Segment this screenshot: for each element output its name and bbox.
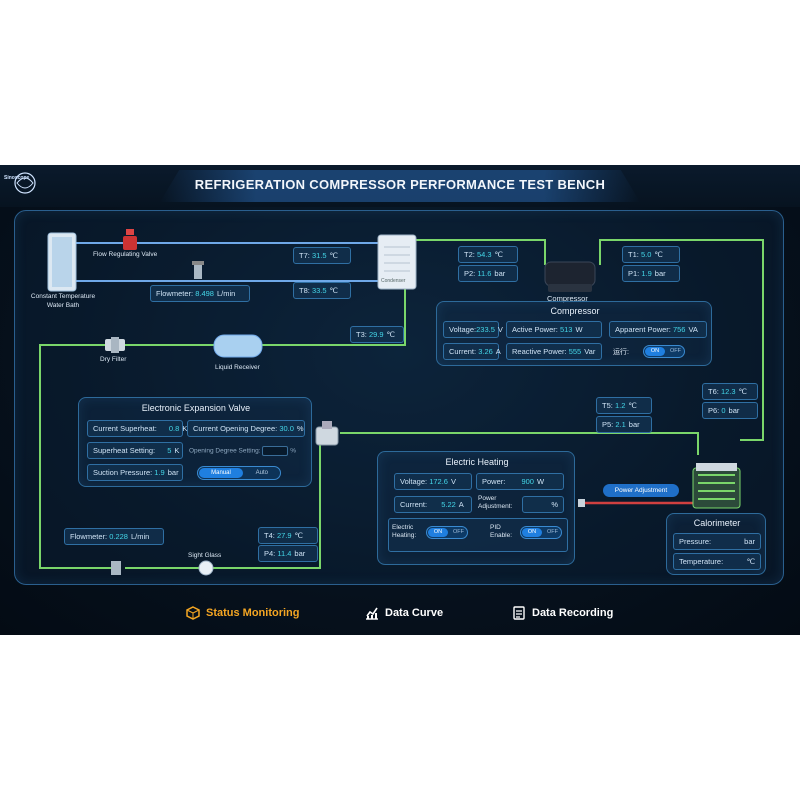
condenser-label: Condenser <box>381 278 406 284</box>
toggle-on-label: ON <box>522 528 542 537</box>
t7-readout: T7: 31.5℃ <box>293 247 351 264</box>
power-adjustment-button[interactable]: Power Adjustment <box>603 484 679 497</box>
liquid-receiver-icon <box>213 334 263 358</box>
pid-enable-toggle[interactable]: ON OFF <box>520 526 562 539</box>
chart-icon <box>366 607 378 620</box>
flow-valve-label: Flow Regulating Valve <box>93 251 158 258</box>
calorimeter-pressure: Pressure:bar <box>673 533 761 550</box>
page-title: REFRIGERATION COMPRESSOR PERFORMANCE TES… <box>194 177 606 192</box>
tab-data-recording[interactable]: Data Recording <box>512 603 613 623</box>
compressor-run-toggle[interactable]: ON OFF <box>643 345 685 358</box>
title-banner <box>160 170 640 202</box>
mode-switch[interactable]: Manual Auto <box>197 466 281 480</box>
expansion-valve-icon <box>315 421 339 446</box>
document-icon <box>513 606 525 620</box>
calorimeter-icon <box>692 463 741 509</box>
calorimeter-title: Calorimeter <box>693 518 741 528</box>
toggle-on-label: ON <box>428 528 448 537</box>
eev-panel-title: Electronic Expansion Valve <box>141 403 251 413</box>
opening-degree-setting[interactable]: Opening Degree Setting: % <box>189 446 296 456</box>
heating-panel-title: Electric Heating <box>445 457 509 467</box>
heating-controls <box>388 518 568 552</box>
compressor-icon <box>544 261 596 292</box>
mode-manual[interactable]: Manual <box>199 468 243 478</box>
compressor-label: Compressor <box>547 294 588 303</box>
liquid-receiver-label: Liquid Receiver <box>215 364 260 371</box>
condenser-out-pipe <box>39 287 406 569</box>
dry-filter-label: Dry Filter <box>100 356 127 363</box>
sight-glass-icon <box>198 560 214 576</box>
tab-label: Status Monitoring <box>206 607 300 619</box>
dry-filter-icon <box>105 337 125 353</box>
pipe-diagram <box>39 229 764 576</box>
water-bath-label: Constant Temperature Water Bath <box>30 293 96 309</box>
power-adjustment-label: Power Adjustment: <box>478 495 513 510</box>
toggle-off-label: OFF <box>453 529 464 535</box>
tab-label: Data Curve <box>385 607 444 619</box>
flow-valve-icon <box>123 229 137 250</box>
toggle-on-label: ON <box>645 347 665 356</box>
opening-setting-input[interactable] <box>262 446 289 456</box>
t6-readout: T6: 12.3℃ <box>702 383 758 400</box>
liquid-flowmeter-icon <box>111 561 121 575</box>
t2-readout: T2: 54.3℃ <box>458 246 518 263</box>
tab-label: Data Recording <box>532 607 614 619</box>
evap-pipe <box>340 432 699 455</box>
water-flowmeter-icon <box>192 261 204 279</box>
t3-readout: T3: 29.9℃ <box>350 326 404 343</box>
tab-data-curve[interactable]: Data Curve <box>365 603 443 623</box>
compressor-panel-title: Compressor <box>550 306 600 316</box>
t4-readout: T4: 27.9℃ <box>258 527 318 544</box>
logo-icon <box>14 172 36 194</box>
toggle-off-label: OFF <box>547 529 558 535</box>
mode-auto[interactable]: Auto <box>255 470 268 476</box>
tab-status-monitoring[interactable]: Status Monitoring <box>186 603 300 623</box>
t1-readout: T1: 5.0℃ <box>622 246 680 263</box>
sight-glass-label: Sight Glass <box>188 552 222 559</box>
logo-text: Sinoscope <box>4 175 30 181</box>
suction-pipe <box>599 239 764 441</box>
calorimeter-temperature: Temperature:℃ <box>673 553 761 570</box>
t8-readout: T8: 33.5℃ <box>293 282 351 299</box>
current-opening-degree: Current Opening Degree: 30.0% <box>187 420 305 437</box>
calorimeter-panel: Calorimeter Pressure:bar Temperature:℃ <box>666 513 766 575</box>
pid-enable-label: PID Enable: <box>490 524 513 539</box>
toggle-off-label: OFF <box>670 348 681 354</box>
t5-readout: T5: 1.2℃ <box>596 397 652 414</box>
hmi-screen: Sinoscope REFRIGERATION COMPRESSOR PERFO… <box>0 165 800 635</box>
condenser-icon <box>377 234 417 290</box>
eev-panel: Electronic Expansion Valve Current Super… <box>78 397 312 487</box>
electric-heating-toggle[interactable]: ON OFF <box>426 526 468 539</box>
cube-icon <box>186 606 200 620</box>
title-bar: Sinoscope REFRIGERATION COMPRESSOR PERFO… <box>0 165 800 207</box>
heater-plug-icon <box>578 499 585 507</box>
power-adjustment-input[interactable]: % <box>522 496 564 513</box>
electric-heating-label: Electric Heating: <box>392 524 417 539</box>
discharge-pipe <box>410 239 546 265</box>
compressor-run-label: 运行: <box>613 349 629 356</box>
